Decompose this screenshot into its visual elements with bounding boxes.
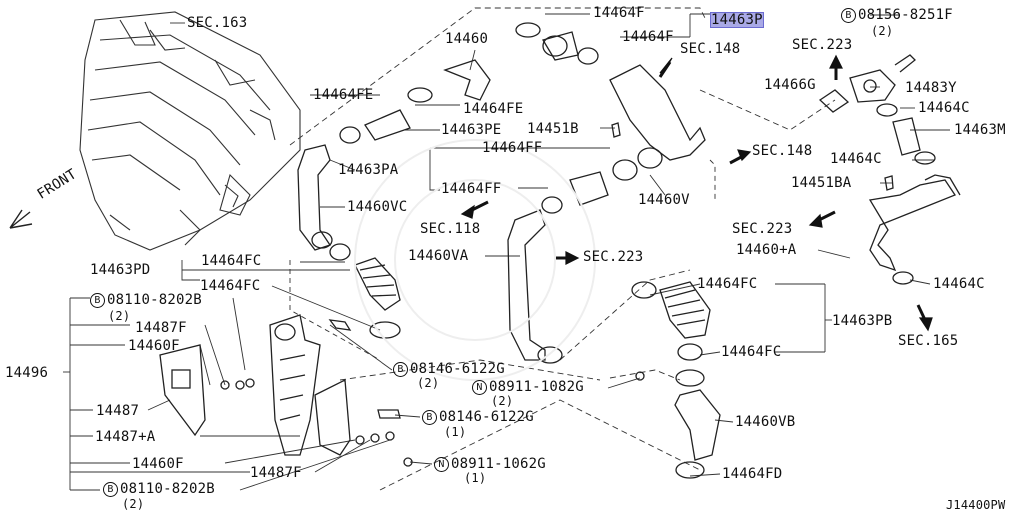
label-sec223-a: SEC.223 bbox=[792, 37, 853, 53]
label-14487: 14487 bbox=[96, 403, 140, 419]
label-14460f-a: 14460F bbox=[128, 338, 180, 354]
label-14464ff-b: 14464FF bbox=[441, 181, 502, 197]
label-14463pa: 14463PA bbox=[338, 162, 399, 178]
label-14463pe: 14463PE bbox=[441, 122, 502, 138]
label-14464fc-c: 14464FC bbox=[697, 276, 758, 292]
label-sec165: SEC.165 bbox=[898, 333, 959, 349]
label-14464c-a: 14464C bbox=[918, 100, 970, 116]
label-bolt-08146-a-qty: (2) bbox=[417, 376, 440, 390]
label-14464c-b: 14464C bbox=[830, 151, 882, 167]
label-14463pd: 14463PD bbox=[90, 262, 151, 278]
diagram-id: J14400PW bbox=[946, 498, 1006, 511]
label-sec148-a: SEC.148 bbox=[680, 41, 741, 57]
label-14496: 14496 bbox=[5, 365, 49, 381]
leader-lines bbox=[63, 7, 950, 491]
label-14460vb: 14460VB bbox=[735, 414, 796, 430]
label-14460f-b: 14460F bbox=[132, 456, 184, 472]
label-14463m: 14463M bbox=[954, 122, 1006, 138]
label-14460-plus-a: 14460+A bbox=[736, 242, 797, 258]
label-14463p-highlighted[interactable]: 14463P bbox=[710, 12, 764, 28]
label-14464f-2: 14464F bbox=[622, 29, 674, 45]
label-bolt-08110-b-qty: (2) bbox=[122, 497, 145, 511]
label-14487f-b: 14487F bbox=[250, 465, 302, 481]
label-bolt-08110-a-qty: (2) bbox=[108, 309, 131, 323]
label-14464fd: 14464FD bbox=[722, 466, 783, 482]
direction-arrows bbox=[460, 54, 933, 332]
label-14460-top: 14460 bbox=[445, 31, 489, 47]
label-bolt-08156-qty: (2) bbox=[871, 24, 894, 38]
label-14464f-top: 14464F bbox=[593, 5, 645, 21]
label-14464ff-a: 14464FF bbox=[482, 140, 543, 156]
engine-block-drawing bbox=[79, 11, 301, 251]
label-nut-08911-b-qty: (1) bbox=[464, 471, 487, 485]
label-14460va: 14460VA bbox=[408, 248, 469, 264]
label-14483y: 14483Y bbox=[905, 80, 957, 96]
hose-drawings bbox=[159, 22, 961, 479]
label-14464fc-a: 14464FC bbox=[201, 253, 262, 269]
label-14463pb: 14463PB bbox=[832, 313, 893, 329]
label-14464fc-d: 14464FC bbox=[721, 344, 782, 360]
label-14451b: 14451B bbox=[527, 121, 579, 137]
label-14460v: 14460V bbox=[638, 192, 690, 208]
label-14464c-c: 14464C bbox=[933, 276, 985, 292]
label-14464fc-b: 14464FC bbox=[200, 278, 261, 294]
label-sec148-b: SEC.148 bbox=[752, 143, 813, 159]
label-sec223-c: SEC.223 bbox=[583, 249, 644, 265]
label-14464fe-b: 14464FE bbox=[463, 101, 524, 117]
label-14487-plus-a: 14487+A bbox=[95, 429, 156, 445]
label-14466g: 14466G bbox=[764, 77, 816, 93]
label-sec118: SEC.118 bbox=[420, 221, 481, 237]
label-sec163: SEC.163 bbox=[187, 15, 248, 31]
label-nut-08911-a-qty: (2) bbox=[491, 394, 514, 408]
label-14487f-a: 14487F bbox=[135, 320, 187, 336]
front-arrow bbox=[9, 209, 33, 229]
label-bolt-08146-b-qty: (1) bbox=[444, 425, 467, 439]
label-14451ba: 14451BA bbox=[791, 175, 852, 191]
label-sec223-b: SEC.223 bbox=[732, 221, 793, 237]
label-14460vc: 14460VC bbox=[347, 199, 408, 215]
label-14464fe-a: 14464FE bbox=[313, 87, 374, 103]
